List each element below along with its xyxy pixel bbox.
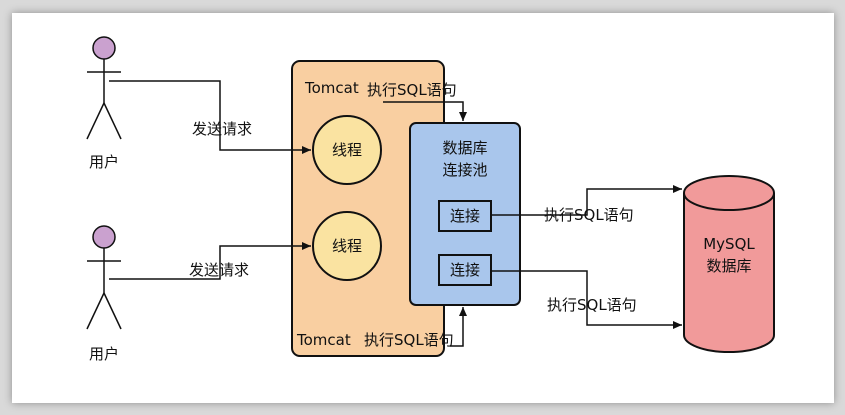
- user-label-1: 用户: [89, 153, 119, 171]
- user-figure-1: [86, 36, 122, 140]
- connection-label-2: 连接: [450, 261, 480, 279]
- thread-node-2: [312, 211, 382, 281]
- exec-sql-arrow-bottom: [450, 307, 467, 347]
- send-request-label-1: 发送请求: [192, 120, 252, 138]
- diagram-canvas: Tomcat Tomcat 线程 线程 数据库 连接池 连接 连接 MySQL …: [12, 13, 834, 403]
- exec-sql-arrow-conn2: [491, 270, 682, 329]
- thread-label-2: 线程: [332, 237, 362, 255]
- exec-sql-arrow-conn1: [491, 185, 682, 216]
- mysql-label-line1: MySQL: [703, 235, 755, 253]
- pool-title-line2: 连接池: [442, 161, 487, 179]
- tomcat-label: Tomcat: [304, 79, 359, 97]
- exec-sql-label-top: 执行SQL语句: [367, 81, 457, 99]
- exec-sql-arrow-top: [383, 101, 467, 121]
- connection-box-2: [438, 254, 492, 286]
- connection-label-1: 连接: [450, 207, 480, 225]
- pool-title-line1: 数据库: [442, 139, 487, 157]
- mysql-database-cylinder: [683, 175, 775, 353]
- exec-sql-label-bottom: 执行SQL语句: [364, 331, 454, 349]
- request-arrow-1: [109, 80, 311, 154]
- user-figure-2: [86, 225, 122, 330]
- connection-box-1: [438, 200, 492, 232]
- send-request-label-2: 发送请求: [189, 261, 249, 279]
- mysql-label-line2: 数据库: [706, 257, 751, 275]
- tomcat-footer-label: Tomcat: [296, 331, 351, 349]
- exec-sql-label-conn1: 执行SQL语句: [544, 206, 634, 224]
- user-label-2: 用户: [89, 345, 119, 363]
- thread-node-1: [312, 115, 382, 185]
- request-arrow-2: [109, 242, 311, 280]
- exec-sql-label-conn2: 执行SQL语句: [547, 296, 637, 314]
- thread-label-1: 线程: [332, 141, 362, 159]
- architecture-diagram: Tomcat Tomcat 线程 线程 数据库 连接池 连接 连接 MySQL …: [86, 36, 775, 363]
